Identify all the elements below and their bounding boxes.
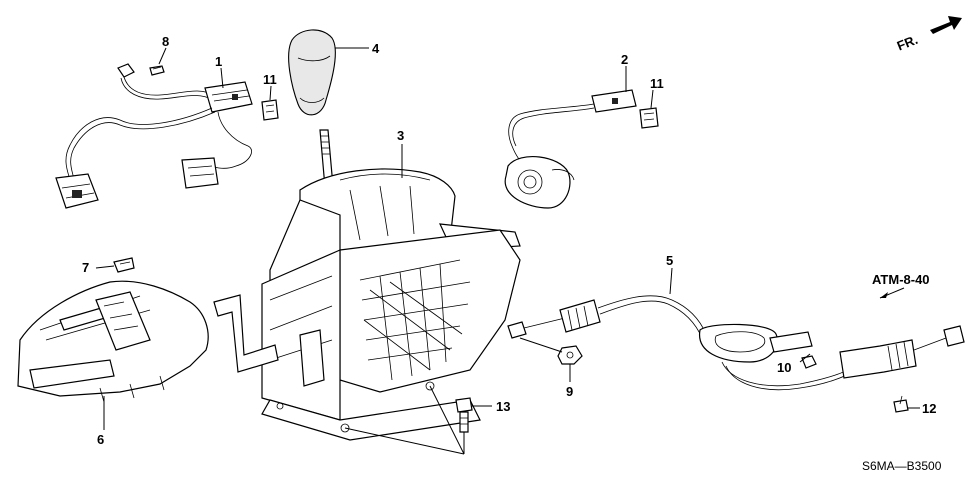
callout-11-left: 11	[263, 72, 277, 87]
part-12-bolt	[893, 395, 909, 413]
part-7-clip	[113, 257, 135, 273]
part-8-connector	[149, 65, 165, 76]
callout-4: 4	[372, 41, 380, 56]
part-13-bolt	[455, 397, 473, 433]
front-direction-label: FR.	[895, 32, 920, 54]
callout-7: 7	[82, 260, 89, 275]
callout-6: 6	[97, 432, 104, 447]
part-1-wire-harness	[55, 63, 253, 209]
callout-2: 2	[621, 52, 628, 67]
part-11-clip-right	[639, 107, 659, 129]
callout-13: 13	[496, 399, 510, 414]
callout-labels: 8 1 11 4 3 2 11 7 6 5 9 10 12 13	[82, 34, 936, 447]
callout-8: 8	[162, 34, 169, 49]
part-11-clip-left	[261, 99, 279, 121]
part-3-shift-lever-assembly	[213, 129, 521, 441]
reference-label: ATM-8-40	[872, 272, 930, 287]
callout-1: 1	[215, 54, 222, 69]
part-9-nut	[557, 345, 583, 365]
part-4-shift-knob	[288, 29, 336, 116]
part-5-shift-cable	[507, 295, 965, 391]
diagram-code: S6MA—B3500	[862, 459, 942, 473]
reference-atm-8-40: ATM-8-40	[872, 272, 930, 299]
callout-10: 10	[777, 360, 791, 375]
callout-12: 12	[922, 401, 936, 416]
callout-3: 3	[397, 128, 404, 143]
callout-5: 5	[666, 253, 673, 268]
part-10-nut	[769, 331, 817, 369]
part-6-indicator-panel	[17, 280, 209, 403]
callout-9: 9	[566, 384, 573, 399]
part-2-switch-harness	[504, 89, 637, 209]
front-arrow-icon	[930, 16, 962, 34]
callout-11-right: 11	[650, 76, 664, 91]
front-direction-indicator: FR.	[895, 16, 962, 54]
